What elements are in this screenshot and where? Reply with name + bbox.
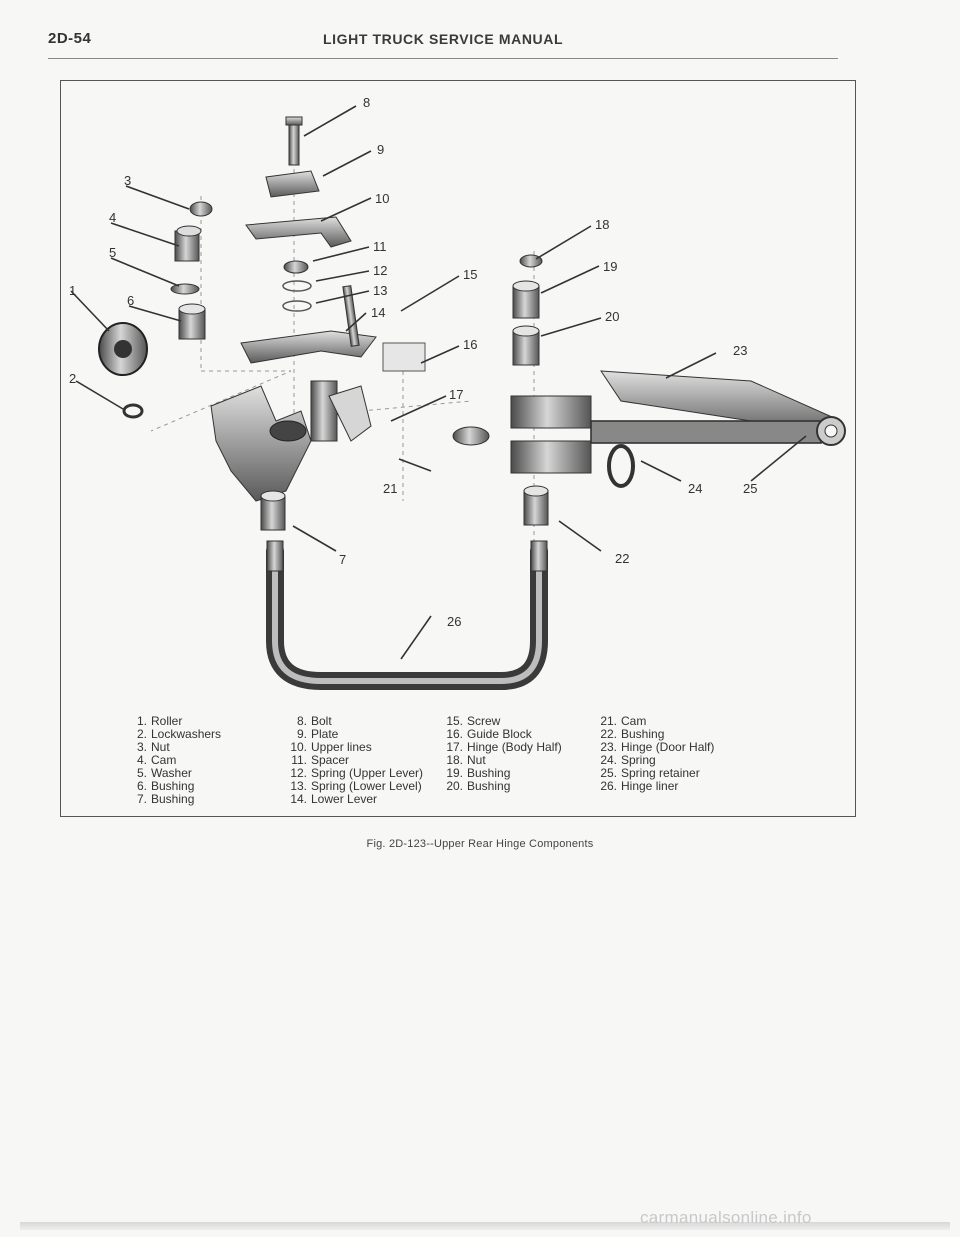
hinge-exploded-diagram: 1 2 3 4 5 6 7 8 9 10 11 12 13 14 15 16 1… xyxy=(69,95,846,690)
right-parts-stack xyxy=(452,254,543,446)
legend-item: 5.Washer xyxy=(136,766,192,780)
callout-20: 20 xyxy=(605,309,619,324)
legend-item: 20.Bushing xyxy=(446,779,511,793)
screw-and-guide-block xyxy=(342,285,426,372)
legend-item: 10.Upper lines xyxy=(290,740,372,754)
legend-item: 6.Bushing xyxy=(136,779,195,793)
callout-23: 23 xyxy=(733,343,747,358)
page-bottom-edge xyxy=(20,1222,950,1230)
legend-item: 1.Roller xyxy=(136,714,183,728)
callout-8: 8 xyxy=(363,95,370,110)
callout-17: 17 xyxy=(449,387,463,402)
callout-21: 21 xyxy=(383,481,397,496)
callout-10: 10 xyxy=(375,191,389,206)
legend-item: 11.Spacer xyxy=(291,753,350,767)
legend-item: 14.Lower Lever xyxy=(290,792,378,806)
callout-numbers: 1 2 3 4 5 6 7 8 9 10 11 12 13 14 15 16 1… xyxy=(69,95,757,629)
callout-25: 25 xyxy=(743,481,757,496)
spring-coil xyxy=(590,420,822,444)
legend-item: 9.Plate xyxy=(296,727,339,741)
assembly-guidelines xyxy=(150,161,535,551)
callout-24: 24 xyxy=(688,481,702,496)
callout-2: 2 xyxy=(69,371,76,386)
callout-13: 13 xyxy=(373,283,387,298)
figure-caption: Fig. 2D-123--Upper Rear Hinge Components xyxy=(366,838,594,850)
header-rule xyxy=(48,58,838,59)
legend-item: 25.Spring retainer xyxy=(600,766,700,780)
callout-7: 7 xyxy=(339,552,346,567)
callout-22: 22 xyxy=(615,551,629,566)
legend-item: 12.Spring (Upper Lever) xyxy=(290,766,424,780)
callout-6: 6 xyxy=(127,293,134,308)
legend-item: 19.Bushing xyxy=(446,766,511,780)
legend-item: 23.Hinge (Door Half) xyxy=(600,740,715,754)
legend-item: 13.Spring (Lower Level) xyxy=(290,779,422,793)
callout-9: 9 xyxy=(377,142,384,157)
callout-3: 3 xyxy=(124,173,131,188)
legend-column-1: 1.Roller 2.Lockwashers 3.Nut 4.Cam 5.Was… xyxy=(133,715,221,806)
legend-column-4: 21.Cam 22.Bushing 23.Hinge (Door Half) 2… xyxy=(595,715,714,793)
legend-item: 3.Nut xyxy=(136,740,170,754)
legend-item: 2.Lockwashers xyxy=(136,727,222,741)
callout-12: 12 xyxy=(373,263,387,278)
left-parts-stack xyxy=(98,201,213,419)
legend-item: 26.Hinge liner xyxy=(600,779,679,793)
callout-5: 5 xyxy=(109,245,116,260)
hinge-liner xyxy=(266,540,548,690)
callout-4: 4 xyxy=(109,210,116,225)
door-half-hinge xyxy=(510,370,846,488)
legend-item: 16.Guide Block xyxy=(446,727,532,741)
callout-19: 19 xyxy=(603,259,617,274)
lower-bushings xyxy=(260,485,549,531)
legend-item: 8.Bolt xyxy=(296,714,332,728)
legend-item: 24.Spring xyxy=(600,753,656,767)
page-number: 2D-54 xyxy=(48,30,92,47)
callout-16: 16 xyxy=(463,337,477,352)
callout-1: 1 xyxy=(69,283,76,298)
watermark: carmanualsonline.info xyxy=(640,1208,812,1227)
legend-item: 15.Screw xyxy=(446,714,501,728)
figure-frame: 1 2 3 4 5 6 7 8 9 10 11 12 13 14 15 16 1… xyxy=(60,80,856,817)
running-title: LIGHT TRUCK SERVICE MANUAL xyxy=(323,31,564,47)
center-parts-stack xyxy=(240,116,377,364)
callout-18: 18 xyxy=(595,217,609,232)
legend-column-3: 15.Screw 16.Guide Block 17.Hinge (Body H… xyxy=(441,714,562,793)
legend-item: 17.Hinge (Body Half) xyxy=(446,740,562,754)
legend-item: 7.Bushing xyxy=(136,792,195,806)
legend-item: 18.Nut xyxy=(446,753,486,767)
callout-11: 11 xyxy=(373,239,387,254)
legend-item: 4.Cam xyxy=(136,753,177,767)
legend-column-2: 8.Bolt 9.Plate 10.Upper lines 11.Spacer … xyxy=(285,715,423,806)
legend-item: 22.Bushing xyxy=(600,727,665,741)
callout-leaders xyxy=(70,105,807,660)
callout-26: 26 xyxy=(447,614,461,629)
page-header: 2D-54 LIGHT TRUCK SERVICE MANUAL xyxy=(48,30,838,54)
callout-15: 15 xyxy=(463,267,477,282)
legend-item: 21.Cam xyxy=(600,714,647,728)
body-half-hinge xyxy=(210,380,372,502)
callout-14: 14 xyxy=(371,305,385,320)
